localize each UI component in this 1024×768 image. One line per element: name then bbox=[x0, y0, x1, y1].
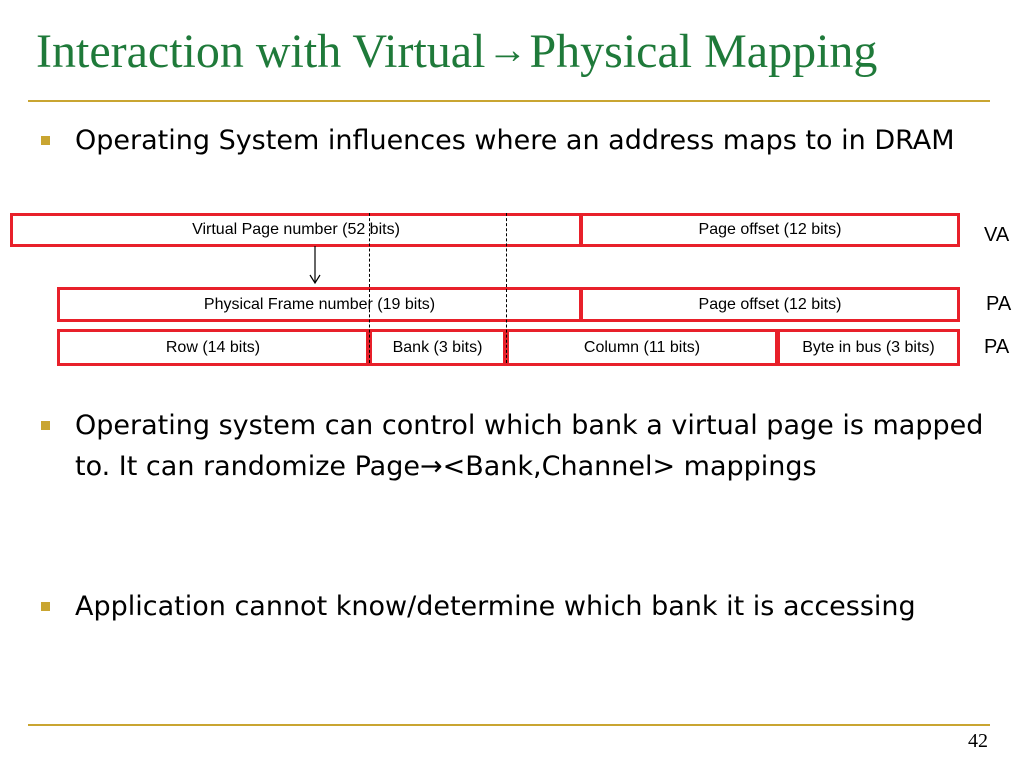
va-label: VA bbox=[984, 224, 1010, 246]
dram-row-field: Row (14 bits) bbox=[57, 329, 369, 366]
bullet-1-text: Operating System influences where an add… bbox=[75, 125, 955, 156]
va-virtual-page-number-field: Virtual Page number (52 bits) bbox=[10, 213, 582, 247]
title-divider bbox=[28, 100, 990, 102]
bank-right-guide bbox=[506, 213, 507, 363]
bullet-3: Application cannot know/determine which … bbox=[41, 586, 1015, 627]
bullet-2: Operating system can control which bank … bbox=[41, 405, 1015, 487]
bullet-square-icon bbox=[41, 136, 50, 145]
footer-divider bbox=[28, 724, 990, 726]
pa-page-offset-field: Page offset (12 bits) bbox=[580, 287, 960, 322]
bank-left-guide bbox=[369, 213, 370, 363]
bullet-square-icon bbox=[41, 421, 50, 430]
dram-byte-in-bus-field: Byte in bus (3 bits) bbox=[777, 329, 960, 366]
pa-label: PA bbox=[986, 293, 1012, 315]
dram-pa-label: PA bbox=[984, 336, 1010, 358]
dram-bank-field: Bank (3 bits) bbox=[369, 329, 506, 366]
bullet-3-text: Application cannot know/determine which … bbox=[75, 591, 916, 622]
bullet-1: Operating System influences where an add… bbox=[41, 120, 1015, 161]
bullet-square-icon bbox=[41, 602, 50, 611]
title-part-1: Interaction with Virtual bbox=[36, 25, 486, 78]
page-number: 42 bbox=[968, 730, 988, 752]
pa-physical-frame-number-field: Physical Frame number (19 bits) bbox=[57, 287, 582, 322]
title-part-2: Physical Mapping bbox=[529, 25, 878, 78]
translation-arrow-icon bbox=[309, 246, 321, 285]
right-arrow-icon: → bbox=[487, 27, 528, 72]
va-page-offset-field: Page offset (12 bits) bbox=[580, 213, 960, 247]
slide-title: Interaction with Virtual→Physical Mappin… bbox=[36, 28, 877, 76]
bullet-2-text: Operating system can control which bank … bbox=[75, 410, 984, 482]
dram-column-field: Column (11 bits) bbox=[506, 329, 778, 366]
